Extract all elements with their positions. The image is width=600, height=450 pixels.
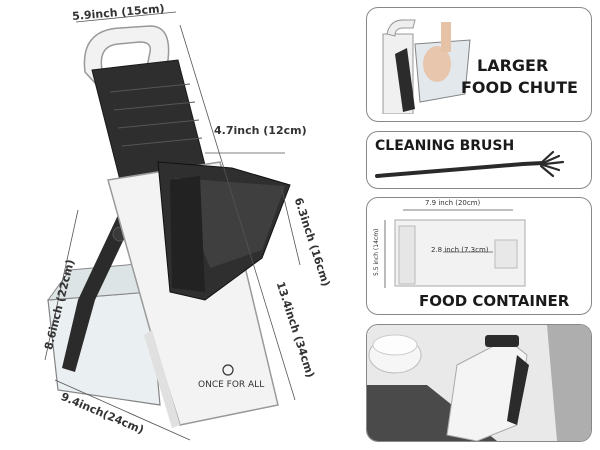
product-illustration <box>44 11 301 441</box>
dimension-chute-width: 4.7inch (12cm) <box>214 124 307 137</box>
brush-title: CLEANING BRUSH <box>375 138 515 154</box>
storage-photo <box>367 325 591 441</box>
chute-title-line1: LARGER <box>477 56 549 75</box>
container-width-label: 7.9 inch (20cm) <box>425 199 481 207</box>
panel-food-container: 7.9 inch (20cm) 5.5 inch (14cm) 2.8 inch… <box>366 197 592 315</box>
brush-icon <box>375 150 565 178</box>
chute-title-line2: FOOD CHUTE <box>461 78 578 97</box>
container-height-label: 5.5 inch (14cm) <box>373 228 380 276</box>
panel-larger-food-chute: LARGER FOOD CHUTE <box>366 7 592 122</box>
brand-logo-text: ONCE FOR ALL <box>198 380 265 390</box>
container-drawing <box>384 209 526 288</box>
container-depth-label: 2.8 inch (7.3cm) <box>431 246 489 254</box>
container-title: FOOD CONTAINER <box>419 292 570 310</box>
chute-photo <box>382 19 471 114</box>
brand-logo-icon <box>222 364 234 376</box>
panel-cleaning-brush: CLEANING BRUSH <box>366 131 592 189</box>
mandoline-slicer-drawing <box>44 11 301 441</box>
panel-storage-photo <box>366 324 592 442</box>
